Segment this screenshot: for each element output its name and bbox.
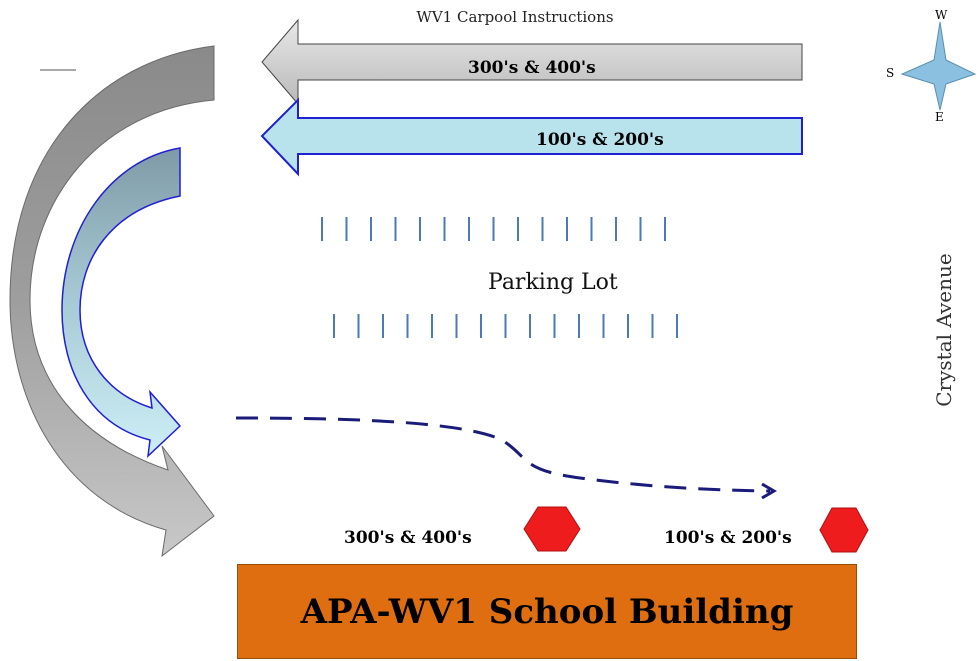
parking-row-bottom — [333, 314, 678, 338]
gray-uturn-arrow — [9, 45, 215, 558]
street-label: Crystal Avenue — [932, 253, 956, 407]
compass-east-label: E — [935, 110, 944, 124]
stop-label-2: 100's & 200's — [664, 528, 792, 548]
compass-west-label: W — [935, 8, 948, 22]
parking-row-top — [321, 217, 666, 241]
parking-lot-label: Parking Lot — [488, 270, 618, 295]
school-building: APA-WV1 School Building — [237, 564, 857, 659]
stop-label-1: 300's & 400's — [344, 528, 472, 548]
dashed-route-arrowhead — [761, 482, 777, 500]
compass-star-icon — [900, 21, 977, 111]
second-arrow-label: 100's & 200's — [536, 130, 664, 150]
stop-sign-2 — [819, 507, 869, 553]
building-label: APA-WV1 School Building — [300, 591, 794, 632]
gray-left-arrow — [261, 18, 803, 106]
diagram-title: WV1 Carpool Instructions — [416, 8, 614, 26]
stop-sign-1 — [523, 506, 581, 552]
dashed-route-path — [235, 416, 771, 493]
blue-uturn-arrow — [61, 147, 182, 458]
top-arrow-label: 300's & 400's — [468, 58, 596, 78]
blue-left-arrow — [260, 97, 803, 177]
compass-south-label: S — [886, 66, 895, 80]
